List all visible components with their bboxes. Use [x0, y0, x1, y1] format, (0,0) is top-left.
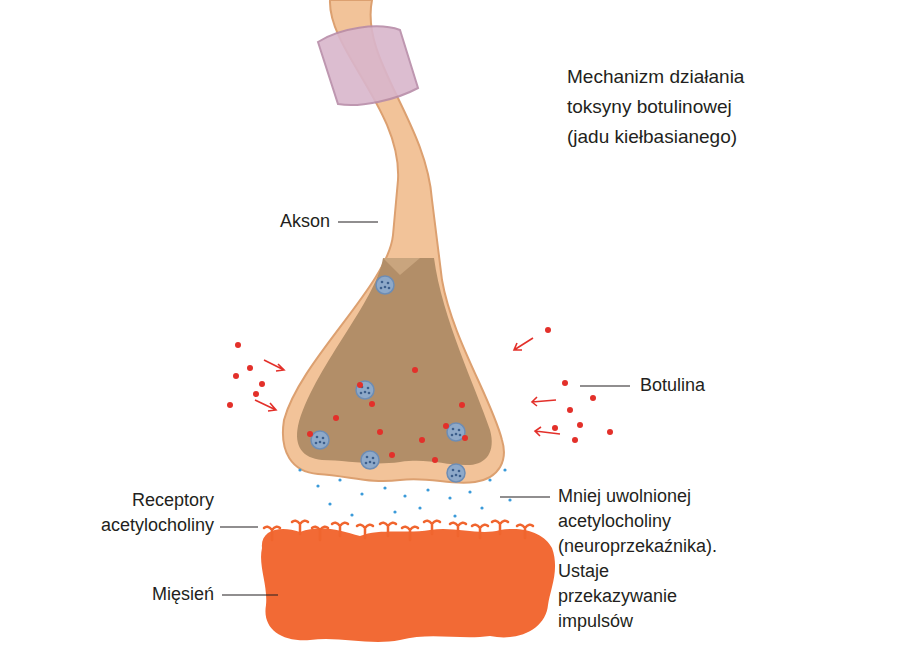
axon-terminal	[283, 0, 504, 483]
note-label: Mniej uwolnionej acetylocholiny (neuropr…	[558, 484, 726, 634]
part-label: Botulina	[640, 373, 705, 398]
terminal-interior	[297, 258, 492, 465]
entry-arrows	[255, 338, 560, 436]
terminal-interior-shade	[383, 258, 420, 275]
acetylcholine-receptors	[264, 521, 533, 540]
part-label: Akson	[280, 209, 330, 234]
part-label: Mięsień	[152, 582, 214, 607]
muscle	[261, 528, 555, 642]
botulinum-dots	[227, 327, 613, 463]
acetylcholine-dots	[298, 468, 511, 517]
myelin-sheath	[318, 26, 418, 105]
diagram-title: Mechanizm działania toksyny botulinowej …	[567, 62, 772, 152]
part-label: Receptory acetylocholiny	[84, 488, 214, 538]
